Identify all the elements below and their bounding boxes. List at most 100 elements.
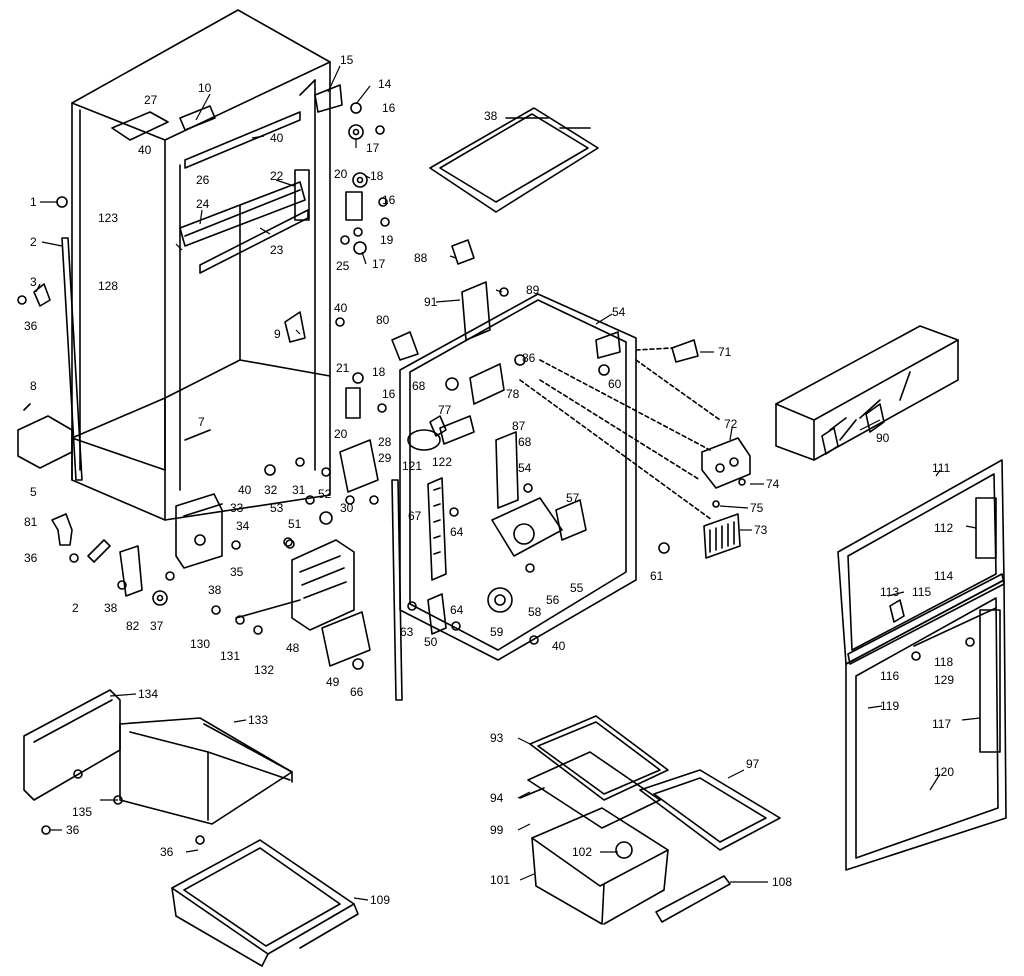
label-51: 51 [288, 517, 302, 531]
label-36: 36 [24, 551, 38, 565]
label-49: 49 [326, 675, 340, 689]
label-91: 91 [424, 295, 438, 309]
label-20: 20 [334, 427, 348, 441]
part-54-rear-panel [400, 294, 636, 660]
label-57: 57 [566, 491, 580, 505]
label-27: 27 [144, 93, 158, 107]
part-9-bracket [285, 312, 305, 342]
label-25: 25 [336, 259, 350, 273]
cabinet-shell [72, 10, 330, 520]
part-48-evaporator-cover [292, 540, 354, 630]
label-7: 7 [198, 415, 205, 429]
label-48: 48 [286, 641, 300, 655]
label-5: 5 [30, 485, 37, 499]
label-18: 18 [372, 365, 386, 379]
label-31: 31 [292, 483, 306, 497]
label-112: 112 [934, 521, 953, 535]
label-118: 118 [934, 655, 953, 669]
part-81-elbow [52, 514, 72, 545]
part-labels: 1 2 3 36 8 5 81 36 2 38 82 37 27 10 40 4… [24, 53, 954, 907]
label-135: 135 [72, 805, 92, 819]
label-38: 38 [104, 601, 118, 615]
label-36: 36 [24, 319, 38, 333]
label-64: 64 [450, 603, 464, 617]
label-52: 52 [318, 487, 332, 501]
label-72: 72 [724, 417, 738, 431]
label-40: 40 [238, 483, 252, 497]
label-74: 74 [766, 477, 780, 491]
label-2: 2 [72, 601, 79, 615]
label-40: 40 [270, 131, 284, 145]
part-133-drawer-frame [120, 718, 292, 844]
label-133: 133 [248, 713, 268, 727]
label-101: 101 [490, 873, 510, 887]
part-97-pan-rail [640, 770, 780, 850]
part-90-control-panel [776, 326, 958, 460]
label-58: 58 [528, 605, 542, 619]
label-99: 99 [490, 823, 504, 837]
part-57-motor-bracket [556, 500, 586, 540]
label-1: 1 [30, 195, 37, 209]
label-8: 8 [30, 379, 37, 393]
label-66: 66 [350, 685, 364, 699]
part-80-bracket [392, 332, 418, 360]
label-54: 54 [612, 305, 626, 319]
label-94: 94 [490, 791, 504, 805]
part-67-strip [428, 478, 446, 580]
label-68: 68 [518, 435, 532, 449]
label-73: 73 [754, 523, 768, 537]
part-50-bracket [428, 594, 446, 634]
part-73-grille [704, 514, 740, 558]
part-71-connector [672, 340, 698, 362]
label-19: 19 [380, 233, 394, 247]
part-93-crisper-cover [530, 716, 668, 800]
label-36: 36 [66, 823, 80, 837]
freezer-door-gasket [838, 460, 1004, 664]
label-21: 21 [336, 361, 350, 375]
label-3: 3 [30, 275, 37, 289]
part-91-bracket [462, 282, 490, 340]
label-10: 10 [198, 81, 212, 95]
label-71: 71 [718, 345, 732, 359]
label-20: 20 [334, 167, 348, 181]
label-109: 109 [370, 893, 390, 907]
label-37: 37 [150, 619, 164, 633]
label-29: 29 [378, 451, 392, 465]
label-111: 111 [932, 461, 951, 475]
label-16: 16 [382, 193, 396, 207]
hinge-hardware [315, 85, 389, 418]
part-94-crisper-frame [528, 752, 660, 828]
part-109-meat-pan [172, 840, 358, 966]
label-32: 32 [264, 483, 278, 497]
part-2-drain-tube [62, 238, 82, 480]
label-64: 64 [450, 525, 464, 539]
label-88: 88 [414, 251, 428, 265]
part-121-ring [407, 429, 441, 451]
label-17: 17 [366, 141, 380, 155]
label-97: 97 [746, 757, 760, 771]
label-53: 53 [270, 501, 284, 515]
label-18: 18 [370, 169, 384, 183]
label-108: 108 [772, 875, 792, 889]
label-17: 17 [372, 257, 386, 271]
label-67: 67 [408, 509, 422, 523]
part-122-rod [440, 416, 474, 444]
label-113: 113 [880, 585, 899, 599]
label-128: 128 [98, 279, 118, 293]
part-49-panel [322, 612, 370, 666]
part-28-29-bracket [340, 440, 378, 492]
label-22: 22 [270, 169, 284, 183]
label-131: 131 [220, 649, 240, 663]
label-115: 115 [912, 585, 931, 599]
label-14: 14 [378, 77, 392, 91]
label-122: 122 [432, 455, 452, 469]
part-33-34-housing [176, 494, 222, 568]
part-108-handle [656, 876, 730, 922]
label-59: 59 [490, 625, 504, 639]
label-87: 87 [512, 419, 526, 433]
label-36: 36 [160, 845, 174, 859]
label-23: 23 [270, 243, 284, 257]
label-80: 80 [376, 313, 390, 327]
label-61: 61 [650, 569, 664, 583]
label-33: 33 [230, 501, 244, 515]
